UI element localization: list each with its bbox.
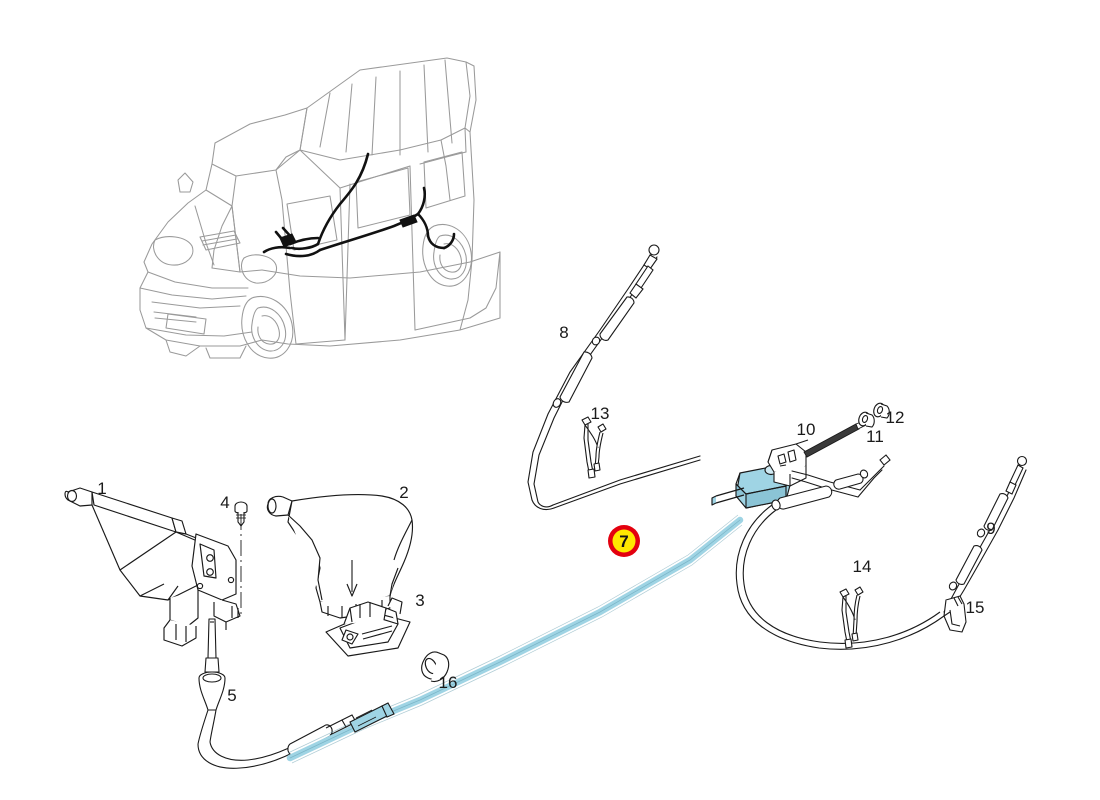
- part-label-14: 14: [853, 557, 872, 576]
- part-9-cable-fittings: [948, 455, 1028, 591]
- part-10-cable-equaliser-adjuster: [767, 439, 809, 487]
- part-label-10: 10: [797, 420, 816, 439]
- part-7-primary-handbrake-cable: [286, 514, 744, 764]
- part-12-adjuster-nut: [873, 402, 890, 419]
- vehicle-illustration: [139, 57, 501, 359]
- part-8-cable-fittings: [552, 244, 660, 408]
- part-label-5: 5: [227, 686, 236, 705]
- part-label-12: 12: [886, 408, 905, 427]
- vehicle-cable-connector: [279, 214, 418, 248]
- part-3-lever-trim-bezel: [325, 597, 411, 657]
- part-14-cable-retaining-clip-right: [839, 586, 864, 649]
- part-label-1: 1: [97, 479, 106, 498]
- part-label-16: 16: [439, 673, 458, 692]
- part-11-adjuster-bushing: [858, 411, 875, 428]
- rear-right-routing-cable: [735, 504, 945, 650]
- part-5-cable-end-grommet: [197, 618, 226, 745]
- part-label-11: 11: [866, 427, 884, 446]
- part-15-cable-clip: [943, 595, 967, 633]
- callout-number: 7: [619, 532, 628, 551]
- part-1-handbrake-lever: [64, 487, 241, 647]
- equaliser-right-branch-fittings: [771, 454, 891, 511]
- part-label-13: 13: [591, 404, 610, 423]
- part-label-8: 8: [559, 323, 568, 342]
- part-label-4: 4: [220, 493, 229, 512]
- part-label-group: 1 2 3 4 5 8 9 10 11 12 13 14 15 16: [97, 323, 995, 705]
- part-label-9: 9: [986, 519, 995, 538]
- callout-fill: [612, 529, 636, 553]
- part-13-cable-retaining-clip-left: [581, 416, 607, 479]
- part-label-15: 15: [966, 598, 985, 617]
- callout-7-highlighted: 7: [608, 525, 640, 557]
- part-label-2: 2: [399, 483, 408, 502]
- part-2-lever-gaiter: [266, 493, 414, 619]
- part-16-cable-grommet: [421, 651, 450, 683]
- part-label-3: 3: [415, 591, 424, 610]
